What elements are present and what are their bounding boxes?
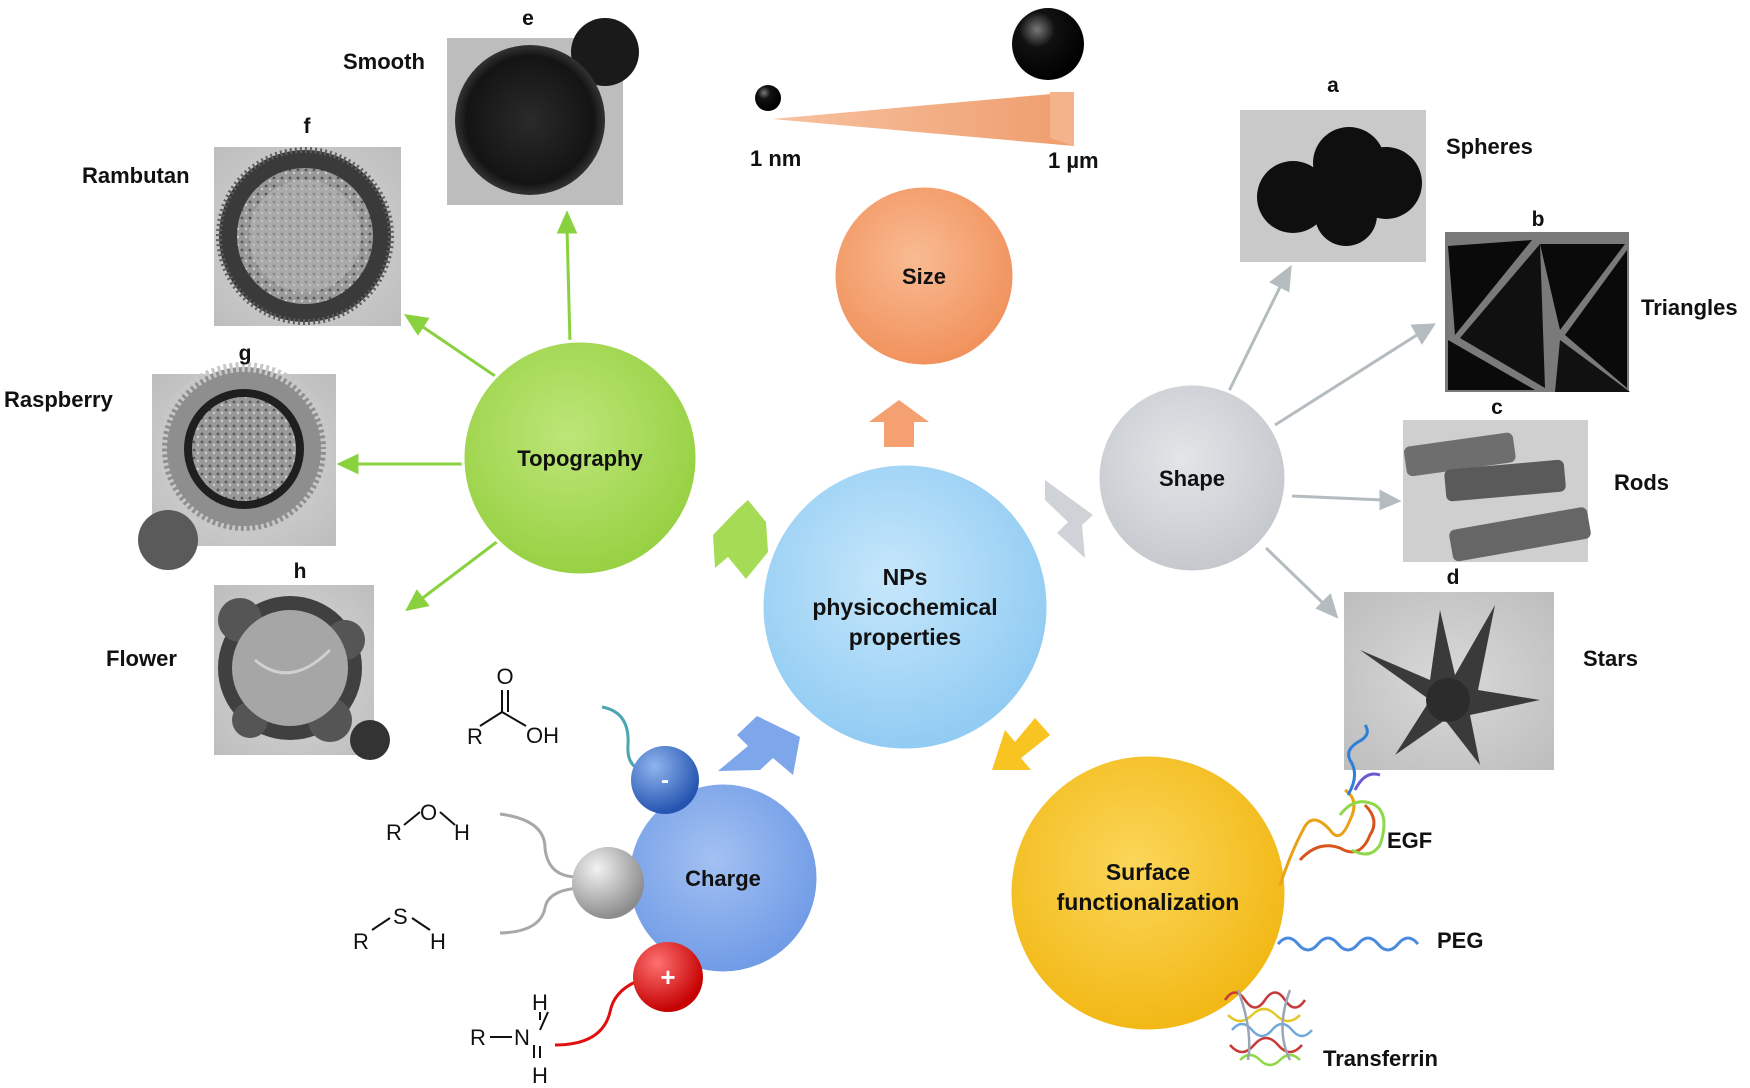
hydroxyl-O: O (420, 800, 437, 825)
minus-ball: - (631, 746, 699, 814)
surface-label-line2: functionalization (1057, 889, 1240, 915)
plus-ball: + (633, 942, 703, 1012)
size-max-label: 1 µm (1048, 148, 1099, 173)
egf-protein (1278, 724, 1386, 886)
smooth-label: Smooth (343, 49, 425, 74)
thiol-R: R (353, 929, 369, 954)
tem-flower-image (214, 585, 390, 760)
amine-group: R N H H (470, 990, 549, 1088)
center-label-line1: NPs (883, 564, 928, 590)
center-node: NPs physicochemical properties (760, 462, 1050, 752)
spheres-label: Spheres (1446, 134, 1533, 159)
amine-R: R (470, 1025, 486, 1050)
transferrin-label: Transferrin (1323, 1046, 1438, 1071)
shape-pointer-arrow (1045, 480, 1093, 558)
center-label-line3: properties (849, 624, 961, 650)
flower-label: Flower (106, 646, 177, 671)
tem-raspberry-image (138, 362, 336, 570)
amine-H-bottom: H (532, 1063, 548, 1088)
charge-label: Charge (685, 866, 761, 891)
surface-node: Surface functionalization (1008, 753, 1288, 1033)
surface-pointer-arrow (992, 718, 1050, 770)
size-wedge (772, 92, 1074, 146)
tem-smooth-image (447, 18, 639, 205)
center-label-line2: physicochemical (812, 594, 997, 620)
tem-e-letter: e (522, 7, 534, 30)
small-particle (755, 85, 781, 111)
topography-label: Topography (517, 446, 643, 471)
shape-label: Shape (1159, 466, 1225, 491)
tem-g-letter: g (239, 342, 252, 365)
tem-d-letter: d (1447, 566, 1460, 589)
size-node: Size (832, 184, 1016, 368)
tem-rods-image (1403, 420, 1591, 562)
shape-node: Shape (1096, 382, 1288, 574)
carboxyl-group: O R OH (467, 664, 559, 749)
hydroxyl-group: R O H (386, 800, 470, 845)
size-block-arrow (0, 0, 922, 40)
tem-h-letter: h (294, 560, 307, 583)
charge-node: Charge (626, 781, 820, 975)
hydroxyl-R: R (386, 820, 402, 845)
shape-arrows (1226, 264, 1436, 619)
amine-N: N (514, 1025, 530, 1050)
plus-sign: + (660, 962, 675, 992)
surface-label-line1: Surface (1106, 859, 1190, 885)
tem-c-letter: c (1491, 396, 1503, 419)
amine-H-top: H (532, 990, 548, 1015)
tem-stars-image (1344, 592, 1554, 770)
raspberry-label: Raspberry (4, 387, 114, 412)
carboxyl-OH: OH (526, 723, 559, 748)
topography-arrows (336, 210, 578, 612)
transferrin-protein (1223, 989, 1313, 1067)
triangles-label: Triangles (1641, 295, 1738, 320)
peg-chain (1276, 936, 1420, 952)
topography-node: Topography (461, 339, 699, 577)
thiol-H: H (430, 929, 446, 954)
peg-label: PEG (1437, 928, 1483, 953)
tem-b-letter: b (1532, 208, 1545, 231)
size-scale: 1 nm 1 µm (750, 8, 1099, 173)
tem-a-letter: a (1327, 74, 1339, 97)
thiol-group: R S H (353, 904, 446, 954)
size-pointer-arrow (869, 400, 929, 447)
tem-spheres-image (1240, 110, 1426, 262)
size-min-label: 1 nm (750, 146, 801, 171)
large-particle (1012, 8, 1084, 80)
tem-f-letter: f (304, 115, 312, 138)
topography-pointer-arrow (713, 500, 768, 579)
rods-label: Rods (1614, 470, 1669, 495)
tem-rambutan-image (214, 147, 401, 326)
neutral-ball (572, 847, 644, 919)
tem-triangles-image (1445, 232, 1630, 392)
carboxyl-R: R (467, 724, 483, 749)
stars-label: Stars (1583, 646, 1638, 671)
charge-pointer-arrow (718, 716, 800, 775)
carboxyl-O: O (496, 664, 513, 689)
hydroxyl-H: H (454, 820, 470, 845)
minus-sign: - (661, 767, 669, 794)
size-label: Size (902, 264, 946, 289)
egf-label: EGF (1387, 828, 1432, 853)
thiol-S: S (393, 904, 408, 929)
rambutan-label: Rambutan (82, 163, 190, 188)
